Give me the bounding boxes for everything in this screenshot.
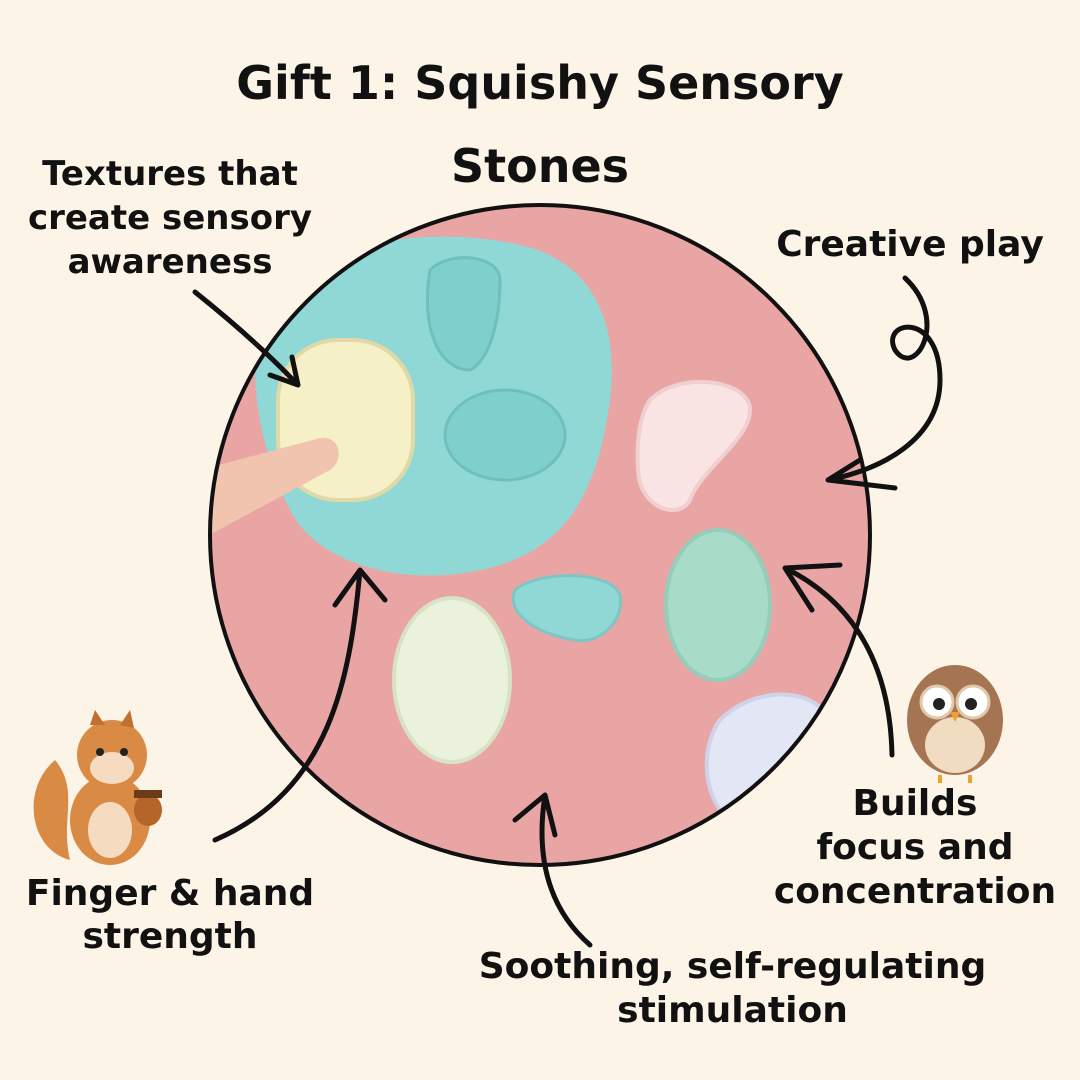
dotted-imprint [443, 388, 567, 482]
label-line: Soothing, self-regulating [478, 946, 987, 987]
arrow-finger [212, 567, 388, 843]
title-line-2: Stones [450, 138, 630, 193]
squirrel-illustration [33, 710, 162, 865]
mint-textured-stone [664, 528, 772, 682]
label-finger-strength: Finger & hand strength [10, 872, 330, 958]
arrow-creative [825, 275, 943, 491]
arrow-focus [782, 562, 895, 758]
label-line: Builds [852, 783, 978, 824]
label-line: stimulation [617, 989, 848, 1031]
label-soothing: Soothing, self-regulating stimulation [460, 945, 1005, 1033]
label-textures: Textures that create sensory awareness [10, 152, 330, 285]
label-focus: Builds focus and concentration [760, 782, 1070, 914]
finger [210, 437, 339, 540]
triangle-imprint [425, 256, 502, 372]
photo-circle [208, 203, 872, 867]
label-line: focus and [816, 826, 1014, 868]
label-line: Finger & hand [25, 873, 315, 914]
label-creative-play: Creative play [776, 224, 1044, 265]
label-line: concentration [773, 870, 1057, 912]
arrow-textures [192, 289, 301, 388]
label-line: strength [82, 916, 258, 958]
label-line: create sensory [27, 198, 313, 239]
mint-triangle-stone [511, 574, 623, 643]
title-line-1: Gift 1: Squishy Sensory [236, 56, 844, 110]
pink-stone [635, 379, 753, 512]
label-line: awareness [67, 242, 273, 283]
arrows [192, 275, 943, 948]
dotted-cream-stone [392, 596, 512, 764]
arrow-soothing [512, 792, 593, 948]
page-title: Gift 1: Squishy Sensory Stones [140, 42, 940, 208]
label-line: Textures that [42, 154, 298, 194]
owl-illustration [907, 665, 1003, 783]
